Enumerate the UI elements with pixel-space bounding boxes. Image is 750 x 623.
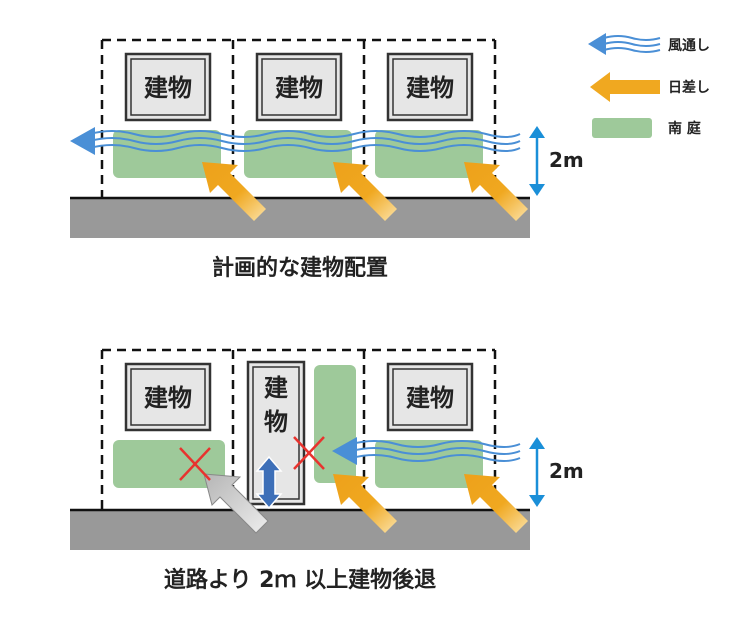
bottom-dimension-label: 2m [549,459,584,483]
top-caption: 計画的な建物配置 [212,255,388,281]
top-sun-arrow-1 [202,162,266,221]
top-sun-arrow-2 [333,162,397,221]
legend-garden-label: 南 庭 [668,120,702,137]
legend: 風通し 日差し 南 庭 [588,33,710,138]
bottom-cross-2-icon [293,436,325,470]
top-building-2: 建物 [255,52,343,122]
top-panel: 建物 建物 建物 2m [70,38,584,281]
bottom-building-2-label-top: 建 [264,374,288,402]
top-lot-boundaries [100,38,497,198]
bottom-lot-boundaries [100,348,497,510]
bottom-road [70,510,530,550]
bottom-building-3: 建物 [386,362,474,432]
bottom-building-2-label-bottom: 物 [264,408,288,436]
legend-wind-icon [588,33,661,55]
bottom-sun-arrow-2 [333,474,397,533]
bottom-dimension [529,437,545,507]
top-sun-arrows [202,162,528,221]
top-building-1: 建物 [124,52,212,122]
legend-sun-label: 日差し [668,79,710,96]
bottom-blocked-sun-arrow [203,473,269,534]
legend-sun-icon [590,72,660,102]
bottom-sun-arrow-3 [464,474,528,533]
top-building-3: 建物 [386,52,474,122]
top-garden-2 [244,130,352,178]
bottom-panel: 建物 建 物 建物 建物 [70,348,584,593]
bottom-cross-1-icon [179,447,211,481]
top-building-1-label: 建物 [144,74,192,102]
bottom-garden-1 [113,440,225,488]
legend-garden-swatch [592,118,652,138]
bottom-caption: 道路より 2ｍ 以上建物後退 [164,567,436,593]
bottom-vertical-double-arrow [255,455,283,510]
top-building-3-label: 建物 [406,74,454,102]
top-wind-arrow [70,127,521,155]
legend-wind-label: 風通し [668,38,710,54]
top-sun-arrow-3 [464,162,528,221]
bottom-wind-arrow [332,437,521,465]
top-dimension [529,126,545,196]
top-building-2-label: 建物 [275,74,323,102]
top-road [70,198,530,238]
bottom-building-1: 建物 [124,362,212,432]
top-dimension-label: 2m [549,148,584,172]
bottom-building-1-label: 建物 [144,384,192,412]
bottom-building-3-label: 建物 [406,384,454,412]
bottom-building-2: 建 物 建物 [246,360,306,506]
